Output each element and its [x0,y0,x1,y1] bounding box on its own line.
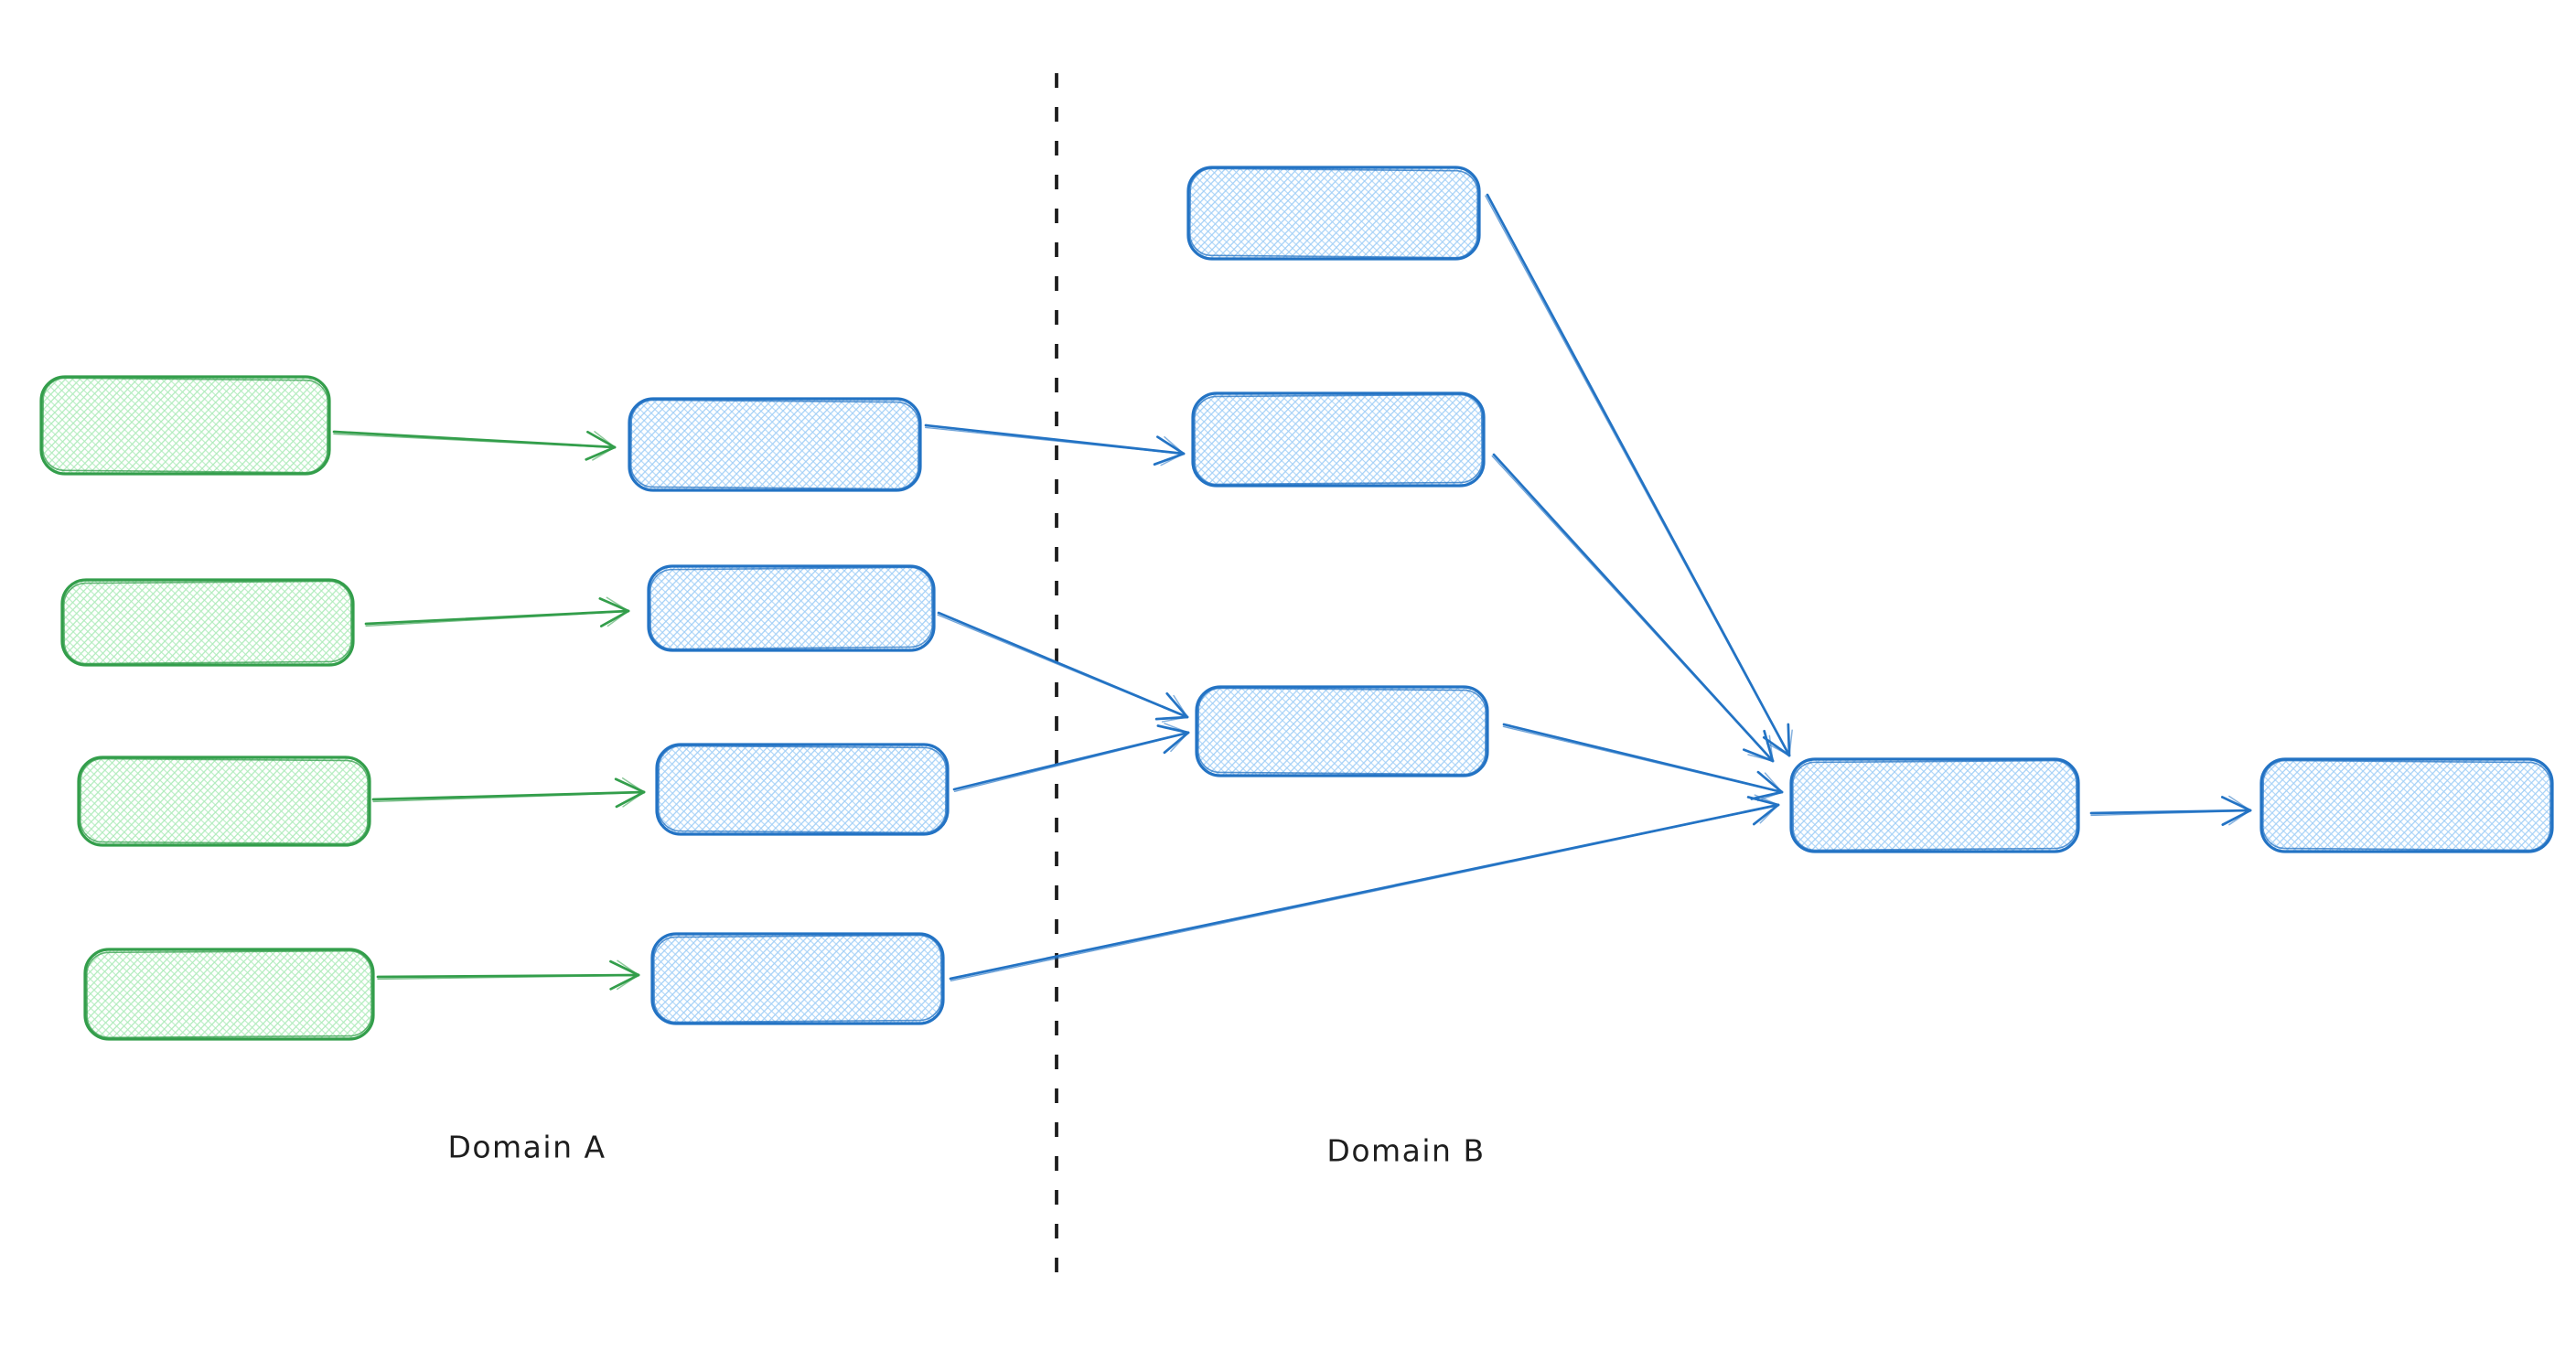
node-stage-a2[interactable] [647,564,936,652]
node-source-4[interactable] [83,948,375,1041]
node-stage-b3[interactable] [1195,685,1489,777]
node-stage-b2[interactable] [1191,391,1486,488]
node-source-3[interactable] [77,756,371,847]
node-stage-a1[interactable] [628,397,922,492]
node-output[interactable] [2259,757,2554,853]
arrow-stage-b1-to-hub[interactable] [1485,193,1793,757]
arrow-source-4-to-stage-a4[interactable] [376,959,640,991]
node-stage-a4[interactable] [650,932,945,1025]
arrow-stage-b3-to-hub[interactable] [1502,723,1784,802]
arrow-stage-a3-to-stage-b3[interactable] [952,723,1190,793]
node-stage-a3[interactable] [655,743,950,836]
domain-a-label: Domain A [447,1129,606,1165]
arrow-source-3-to-stage-a3[interactable] [371,777,646,809]
arrow-source-1-to-stage-a1[interactable] [332,430,617,461]
node-source-2[interactable] [60,578,355,667]
domain-b-label: Domain B [1326,1132,1486,1169]
arrow-source-2-to-stage-a2[interactable] [364,596,630,627]
arrow-stage-a1-to-stage-b2[interactable] [924,423,1186,466]
arrow-stage-a2-to-stage-b3[interactable] [937,611,1189,723]
arrow-stage-b2-to-hub[interactable] [1491,453,1775,763]
node-hub[interactable] [1789,757,2080,853]
node-source-1[interactable] [39,375,331,476]
arrow-hub-to-output[interactable] [2089,795,2252,826]
arrow-stage-a4-to-hub[interactable] [949,794,1780,982]
node-stage-b1[interactable] [1186,166,1481,261]
